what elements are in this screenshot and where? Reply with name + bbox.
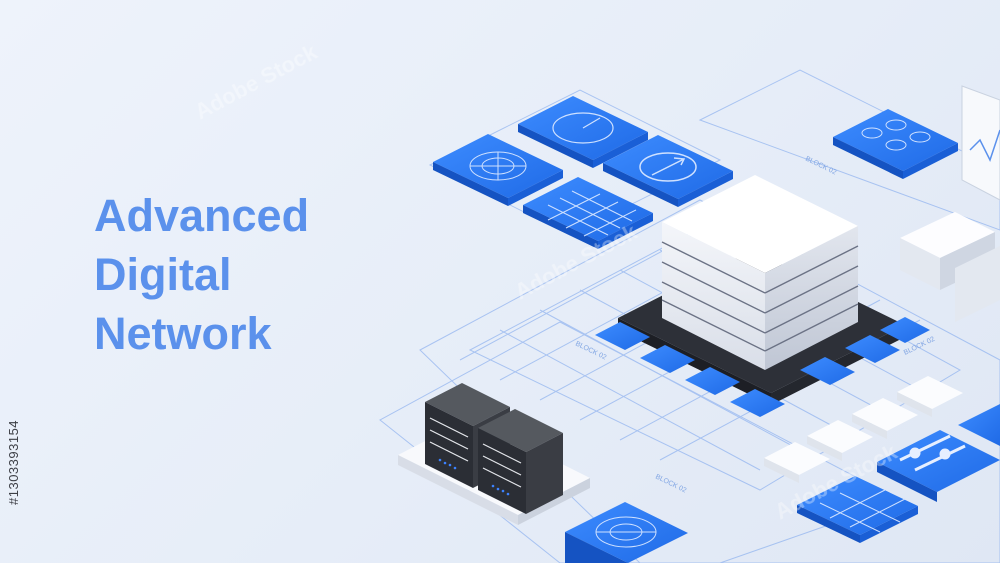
tile-circles-grid [833, 109, 958, 179]
slider-toggles-icon [899, 434, 966, 472]
tile-speedometer [518, 96, 648, 168]
headline-line-3: Network [94, 308, 272, 359]
white-tiles [764, 376, 963, 483]
target-circle-icon [469, 151, 527, 181]
circles-grid-icon [861, 119, 931, 151]
watermark-text-1: Adobe Stock [191, 39, 322, 125]
chart-line-icon [969, 129, 1000, 162]
arrow-up-right-icon [639, 152, 697, 182]
data-cube [661, 175, 859, 370]
grid-nodes-icon [547, 190, 637, 237]
blueprint-label-3: BLOCK 02 [654, 474, 687, 495]
tile-grid-nodes [523, 177, 653, 249]
tile-sliders [877, 430, 1000, 502]
tile-partial-right [958, 404, 1000, 446]
tile-target-lower [565, 502, 688, 563]
tile-arrow [603, 135, 733, 207]
tile-target [433, 134, 563, 206]
headline-line-2: Digital [94, 249, 232, 300]
headline: Advanced Digital Network [94, 186, 309, 363]
tile-grid-lower [797, 476, 918, 543]
white-block-right-1 [900, 212, 995, 290]
chart-panel [961, 85, 1000, 201]
speedometer-icon [552, 112, 614, 144]
server-rack-2 [478, 409, 563, 514]
blueprint-label-1: BLOCK 02 [804, 156, 837, 177]
headline-line-1: Advanced [94, 190, 310, 241]
chip-pins [595, 317, 930, 417]
white-block-right-2 [955, 246, 1000, 322]
